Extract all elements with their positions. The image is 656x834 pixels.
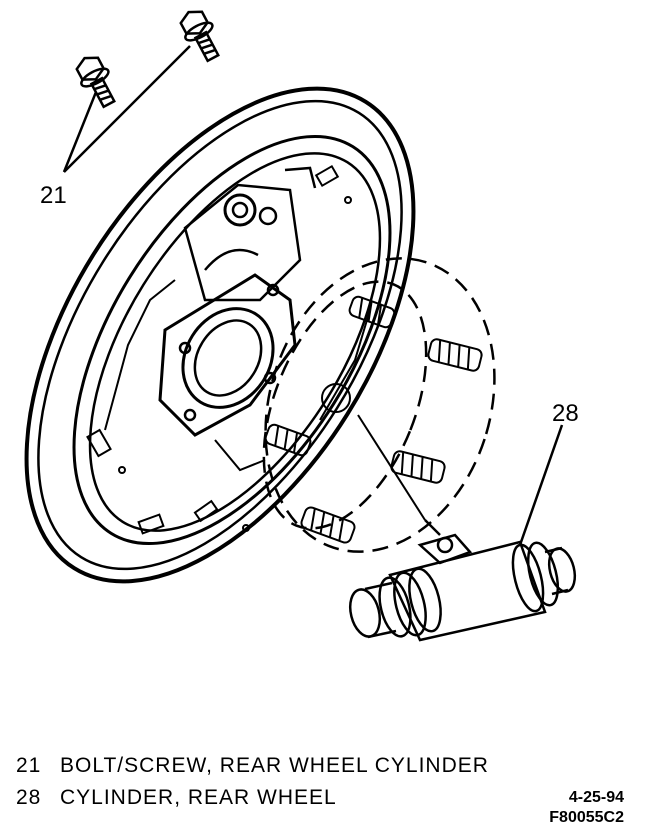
callout-28: 28 <box>552 400 579 427</box>
revision-date: 4-25-94 <box>568 789 624 806</box>
bolt-screw-right <box>179 10 220 63</box>
rear-wheel-cylinder <box>348 519 577 642</box>
legend-row-21: 21 BOLT/SCREW, REAR WHEEL CYLINDER <box>16 754 489 778</box>
legend-description: CYLINDER, REAR WHEEL <box>60 786 337 809</box>
bolt-screw-left <box>75 56 116 109</box>
leader-lines <box>62 45 564 546</box>
plate-details <box>86 164 371 535</box>
anchor-bracket <box>183 166 317 302</box>
legend-number: 28 <box>16 786 42 809</box>
brake-drum-phantom <box>262 257 496 553</box>
wheel-studs <box>264 295 483 544</box>
legend-row-28: 28 CYLINDER, REAR WHEEL <box>16 786 337 810</box>
legend-number: 21 <box>16 754 42 777</box>
callout-21: 21 <box>40 182 67 209</box>
legend-description: BOLT/SCREW, REAR WHEEL CYLINDER <box>60 754 489 777</box>
backing-plate <box>24 86 416 584</box>
figure-code: F80055C2 <box>549 809 624 826</box>
axle-flange <box>158 273 297 437</box>
